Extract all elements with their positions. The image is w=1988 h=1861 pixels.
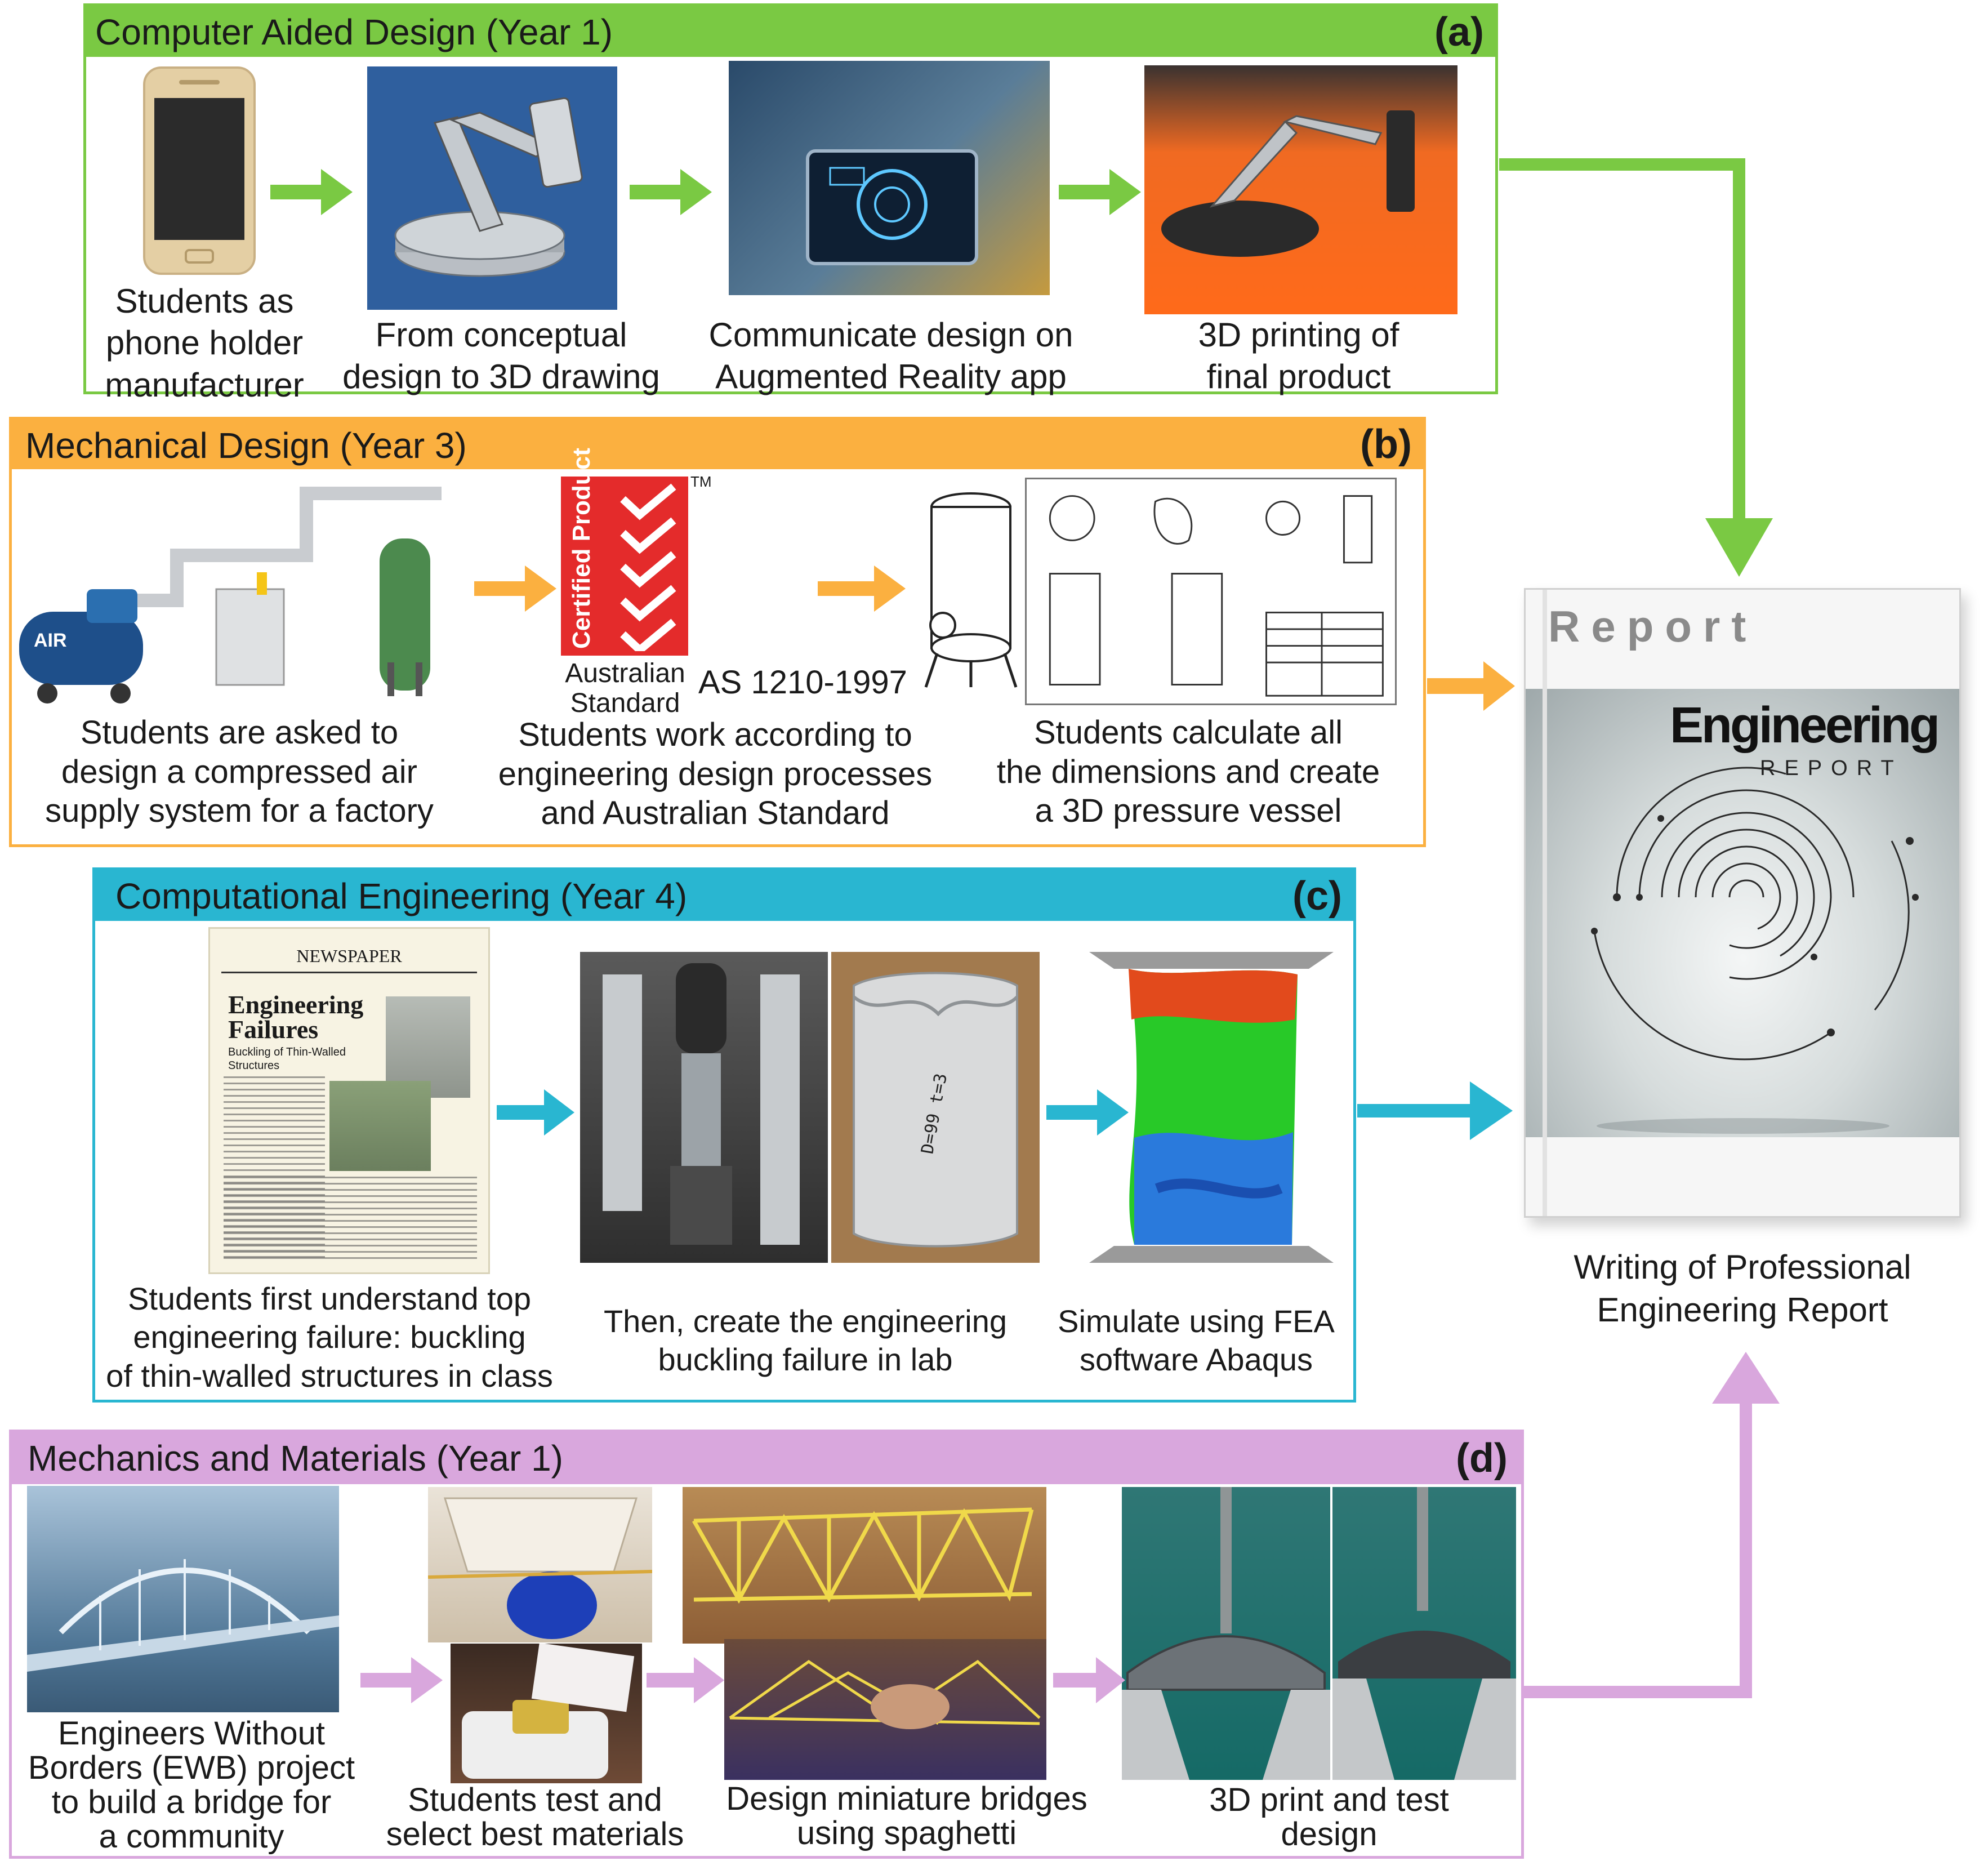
report-cover: Report Engineering REPORT xyxy=(1524,588,1961,1218)
report-spine xyxy=(1543,590,1547,1216)
tm-mark: TM xyxy=(690,473,712,490)
report-subtitle: REPORT xyxy=(1760,756,1903,780)
ar-app-image xyxy=(729,61,1050,295)
pressure-vessel-image xyxy=(920,490,1022,691)
report-spiral-art xyxy=(1591,767,1919,1134)
arrow-a1 xyxy=(270,169,353,215)
report-cover-art: Engineering REPORT xyxy=(1526,689,1959,1137)
lab-rig-image xyxy=(580,952,828,1263)
report-title: Engineering xyxy=(1669,697,1940,754)
panel-b-tag: (b) xyxy=(1360,422,1412,467)
newspaper-image: NEWSPAPER Engineering Failures Buckling … xyxy=(208,927,490,1274)
arrow-a2 xyxy=(630,169,712,215)
arrow-c1 xyxy=(497,1089,574,1136)
panel-b-band xyxy=(12,420,1423,469)
panel-a-title: Computer Aided Design (Year 1) xyxy=(95,12,613,52)
panel-d-tag: (d) xyxy=(1456,1436,1508,1481)
material-test-scale-image xyxy=(451,1644,642,1783)
check-marks-icon xyxy=(620,483,676,651)
panel-c-title: Computational Engineering (Year 4) xyxy=(115,876,688,916)
panel-a-band xyxy=(86,6,1495,57)
newspaper-masthead: NEWSPAPER xyxy=(296,946,402,966)
newspaper-subhead-2: Structures xyxy=(228,1059,280,1072)
newspaper-photo-2 xyxy=(329,1081,431,1171)
compressed-air-system-image: AIR xyxy=(14,471,464,707)
arrow-d2 xyxy=(647,1657,724,1703)
arrow-c2 xyxy=(1046,1089,1129,1136)
newspaper-headline-2: Failures xyxy=(228,1015,319,1044)
standard-code: AS 1210-1997 xyxy=(698,664,907,701)
technical-drawing-image xyxy=(1025,478,1397,705)
newspaper-headline-1: Engineering xyxy=(228,990,364,1019)
printed-bridge-image-2 xyxy=(1332,1487,1516,1780)
panel-c-tag: (c) xyxy=(1292,874,1342,919)
cad-drawing-image xyxy=(367,66,617,310)
phone-image xyxy=(142,65,257,276)
printed-bridge-image-1 xyxy=(1122,1487,1330,1780)
report-cover-word: Report xyxy=(1548,602,1758,651)
newspaper-body-text-2 xyxy=(224,1177,477,1261)
panel-d-title: Mechanics and Materials (Year 1) xyxy=(28,1438,563,1479)
printed-product-image xyxy=(1144,65,1457,314)
spaghetti-bridge-test-image xyxy=(724,1639,1046,1780)
fea-simulation-image xyxy=(1089,952,1334,1263)
panel-c-band xyxy=(95,870,1353,921)
panel-a: Computer Aided Design (Year 1) (a) xyxy=(83,3,1498,394)
connector-b-to-report xyxy=(1427,661,1515,711)
panel-b-title: Mechanical Design (Year 3) xyxy=(25,425,467,466)
panel-c: Computational Engineering (Year 4) (c) xyxy=(92,867,1356,1403)
material-test-top-image xyxy=(428,1487,652,1642)
connector-a-to-report xyxy=(1499,158,1773,577)
panel-b: Mechanical Design (Year 3) (b) xyxy=(9,417,1426,847)
arrow-d1 xyxy=(360,1657,443,1703)
panel-a-tag: (a) xyxy=(1434,10,1484,55)
arrow-a3 xyxy=(1059,169,1141,215)
newspaper-subhead-1: Buckling of Thin-Walled xyxy=(228,1046,346,1058)
arrow-b1 xyxy=(474,566,556,612)
certified-badge: Certified Product xyxy=(561,448,688,656)
connector-d-to-report xyxy=(1523,1352,1780,1698)
arrow-d3 xyxy=(1053,1657,1125,1703)
connector-c-to-report xyxy=(1357,1081,1513,1140)
buckled-tube-image: D=99 t=3 xyxy=(831,952,1040,1263)
bridge-concept-image xyxy=(27,1486,339,1712)
air-label: AIR xyxy=(34,630,67,651)
panel-d-band xyxy=(12,1432,1521,1484)
panel-d: Mechanics and Materials (Year 1) (d) xyxy=(9,1430,1524,1859)
spaghetti-bridge-top-image xyxy=(683,1487,1046,1644)
certified-badge-text: Certified Product xyxy=(568,448,595,649)
arrow-b2 xyxy=(818,566,906,612)
